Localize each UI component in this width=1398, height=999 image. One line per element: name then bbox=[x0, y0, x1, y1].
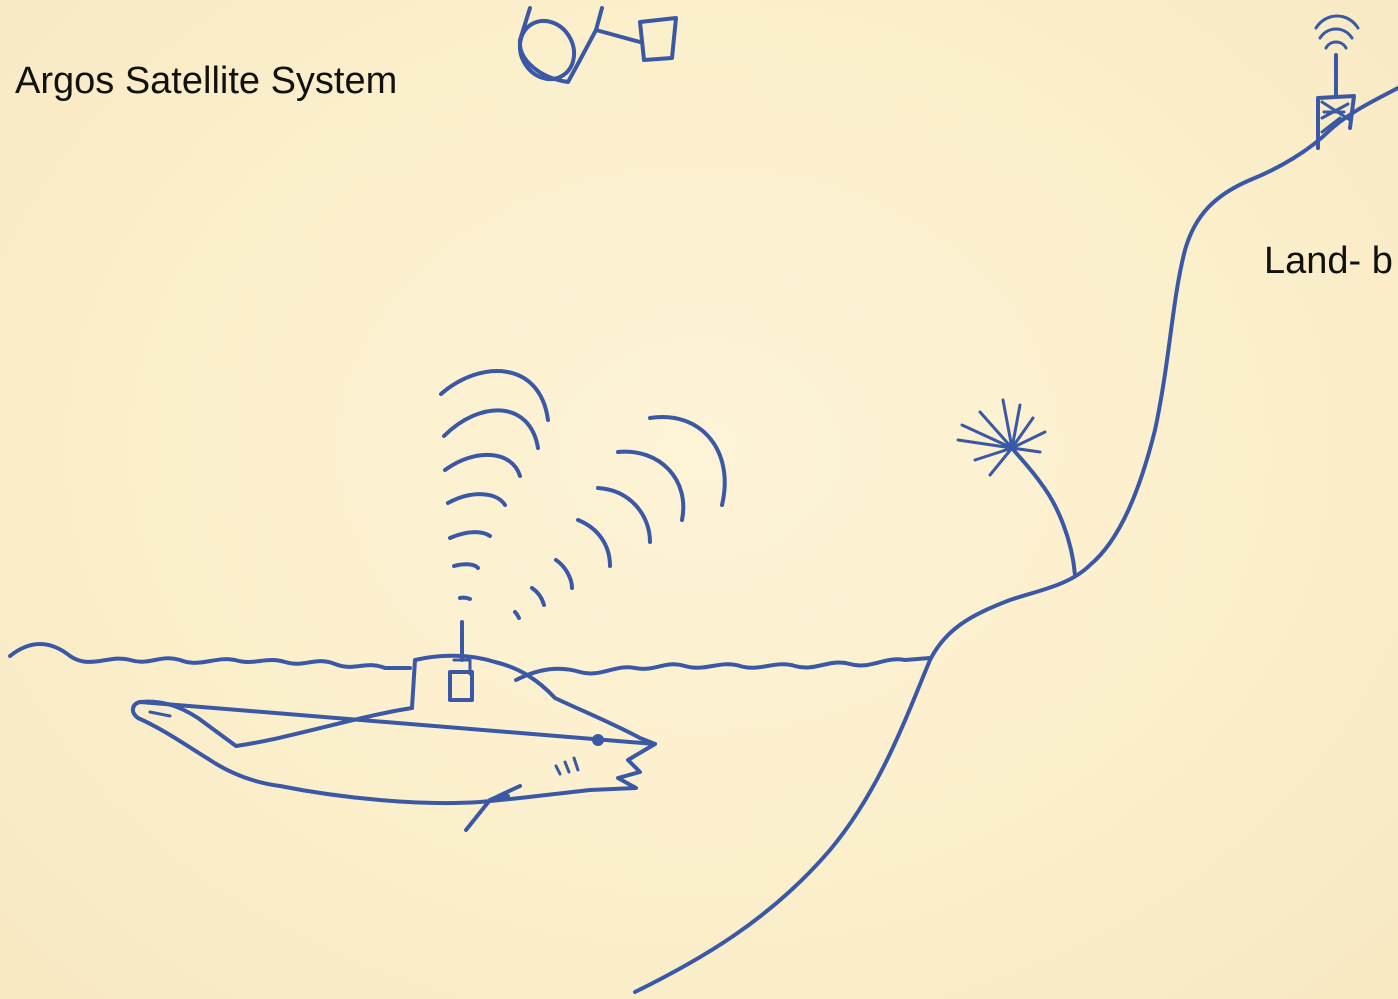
radio-tower-icon bbox=[1316, 16, 1358, 148]
satellite-tag-icon bbox=[450, 622, 472, 700]
satellite-icon bbox=[509, 8, 676, 89]
ocean-surface-right bbox=[516, 658, 930, 680]
land-based-label: Land- b bbox=[1264, 242, 1393, 280]
vertical-signal-arcs bbox=[441, 371, 548, 599]
diagonal-signal-arcs bbox=[515, 417, 725, 618]
coastline bbox=[635, 88, 1398, 992]
ocean-surface-left bbox=[10, 644, 410, 668]
shark-icon bbox=[133, 656, 655, 830]
argos-satellite-system-label: Argos Satellite System bbox=[15, 62, 397, 100]
palm-tree-icon bbox=[958, 400, 1075, 575]
